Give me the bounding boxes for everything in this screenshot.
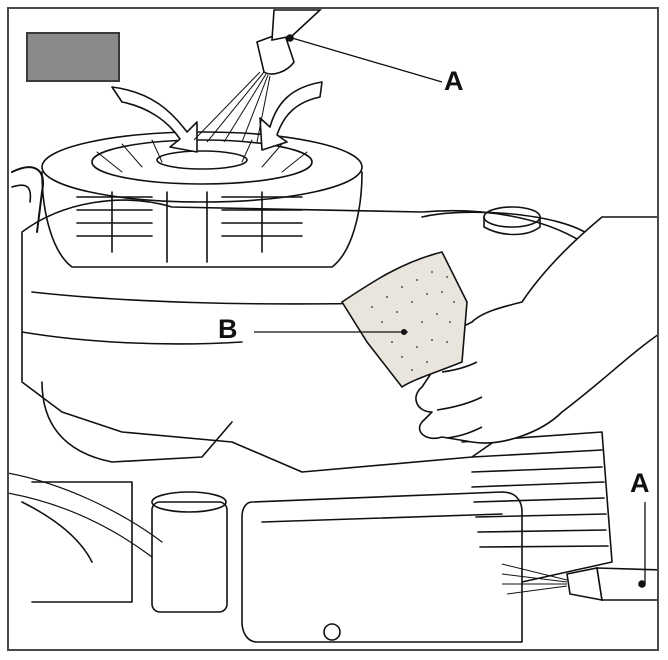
fan-cover-top — [41, 131, 363, 203]
hose — [11, 166, 44, 233]
spray-jet-side — [501, 563, 568, 595]
fan-vents — [76, 191, 303, 263]
label-a-top: A — [444, 66, 464, 96]
leader-lines — [254, 37, 646, 584]
spray-nozzle-icon — [256, 9, 323, 75]
hand-icon — [415, 216, 657, 444]
oil-filter — [151, 501, 228, 613]
grey-box — [26, 32, 120, 82]
filter-sponge — [340, 251, 468, 389]
air-filter-housing — [241, 491, 523, 643]
label-a-side: A — [630, 468, 650, 498]
illustration-frame — [7, 7, 659, 651]
spray-nozzle-side-icon — [566, 567, 657, 601]
curved-arrow-icon — [111, 81, 323, 153]
spray-jet — [193, 71, 271, 143]
label-b: B — [218, 314, 238, 344]
engine-cleaning-illustration — [9, 9, 657, 643]
cylinder-fins — [461, 431, 613, 583]
